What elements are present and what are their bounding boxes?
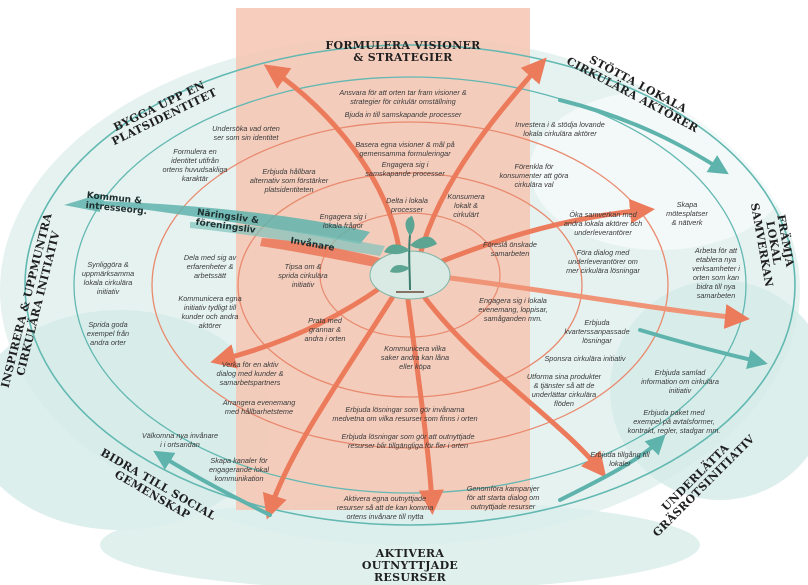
label-br-7: Erbjuda tillgång till lokaler <box>590 450 650 468</box>
label-tl-2: Formulera en identitet utifrån ortens hu… <box>162 147 228 183</box>
label-br-6: Erbjuda paket med exempel på avtalsforme… <box>627 408 721 435</box>
label-tr-1: Investera i & stödja lovande lokala cirk… <box>515 120 605 138</box>
label-r-4: Föra dialog med underleverantörer om mer… <box>566 248 640 275</box>
label-l-5: Tipsa om & sprida cirkulära initiativ <box>278 262 328 289</box>
label-br-2: Erbjuda kvarterssanpassade lösningar <box>564 318 630 345</box>
label-top-2: Bjuda in till samskapande processer <box>344 110 462 119</box>
label-bl-4: Välkomna nya invånare i i ortsandan <box>141 431 219 449</box>
label-top-4: Engagera sig i samskapande processer <box>365 160 445 178</box>
label-r-1: Skapa mötesplatser & nätverk <box>666 200 708 227</box>
label-l-1: Synliggöra & uppmärksamma lokala cirkulä… <box>81 260 135 296</box>
label-tl-1: Undersöka vad orten ser som sin identite… <box>212 124 280 142</box>
label-top-3: Basera egna visioner & mål på gemensamma… <box>355 140 455 158</box>
label-l-3: Dela med sig av erfarenheter & arbetssät… <box>183 253 237 280</box>
label-b-4: Aktivera egna outnyttjade resurser så at… <box>336 494 434 521</box>
label-br-5: Erbjuda samlad information om cirkulära … <box>641 368 719 395</box>
label-r-3: Öka samverkan med andra lokala aktörer o… <box>563 210 643 237</box>
label-center-2: Konsumera lokalt & cirkulärt <box>447 192 485 219</box>
label-l-4: Kommunicera egna initiativ tydligt till … <box>178 294 242 330</box>
heading-aktivera-resurser: AKTIVERA OUTNYTTJADE RESURSER <box>361 547 459 584</box>
label-r-2: Arbeta för att etablera nya verksamheter… <box>692 246 740 300</box>
label-top-1: Ansvara för att orten tar fram visioner … <box>339 88 467 106</box>
label-tr-2: Förenkla för konsumenter att göra cirkul… <box>499 162 569 189</box>
label-bl-2: Verka för en aktiv dialog med kunder & s… <box>216 360 284 387</box>
label-br-4: Utforma sina produkter & tjänster så att… <box>526 372 602 408</box>
stakeholder-bands <box>64 194 395 270</box>
heading-formulera-visioner: FORMULERA VISIONER & STRATEGIER <box>325 39 481 64</box>
label-r-5: Föreslå önskade samarbeten <box>483 240 537 258</box>
rings <box>24 44 796 526</box>
label-bl-5: Skapa kanaler för engagerande lokal komm… <box>208 456 270 483</box>
label-b-5: Genomföra kampanjer för att starta dialo… <box>466 484 540 511</box>
label-tl-4: Engagera sig i lokala frågor <box>319 212 367 230</box>
label-b-3: Erbjuda lösningar som gör att outnyttjad… <box>341 432 475 450</box>
label-bl-1: Prata med grannar & andra i orten <box>304 316 346 343</box>
plant-icon <box>369 216 451 300</box>
label-bl-3: Arrangera evenemang med hållbarhetsteme <box>222 398 296 416</box>
label-br-1: Engagera sig i lokala evenemang, loppisa… <box>478 296 548 323</box>
label-br-3: Sponsra cirkulära initiativ <box>544 354 626 363</box>
label-tl-3: Erbjuda hållbara alternativ som förstärk… <box>249 167 329 194</box>
label-b-1: Kommunicera vilka saker andra kan låna e… <box>380 344 450 371</box>
coral-arrows <box>210 57 750 520</box>
label-l-2: Sprida goda exempel från andra orter <box>86 320 130 347</box>
label-center-1: Delta i lokala processer <box>386 196 428 214</box>
label-b-2: Erbjuda lösningar som gör invånarna medv… <box>332 405 478 423</box>
teal-arrows <box>153 98 768 517</box>
